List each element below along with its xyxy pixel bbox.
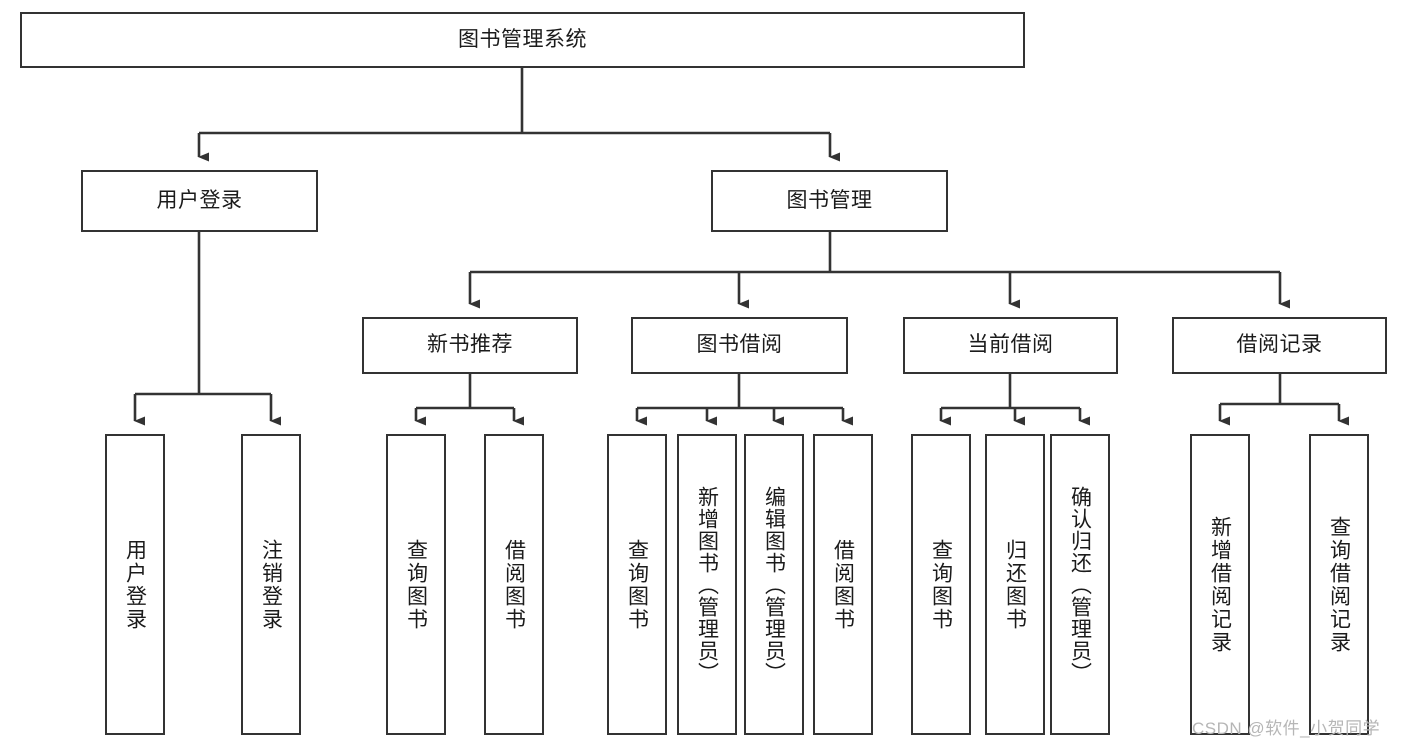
leaf-node[interactable]: 查询图书 [607, 434, 667, 735]
node-user-login[interactable]: 用户登录 [81, 170, 318, 232]
node-current-borrow-label: 当前借阅 [967, 333, 1054, 357]
leaf-node-label: 注销登录 [259, 538, 283, 631]
leaf-node-label: 用户登录 [123, 538, 147, 631]
leaf-node[interactable]: 借阅图书 [484, 434, 544, 735]
leaf-node[interactable]: 查询图书 [386, 434, 446, 735]
leaf-node-label: 查询借阅记录 [1327, 515, 1351, 654]
leaf-node[interactable]: 用户登录 [105, 434, 165, 735]
leaf-node[interactable]: 新增图书（管理员） [677, 434, 737, 735]
node-borrow-record[interactable]: 借阅记录 [1172, 317, 1387, 374]
leaf-node-label: 查询图书 [404, 538, 428, 631]
node-new-book-recommend-label: 新书推荐 [427, 333, 513, 357]
node-root-label: 图书管理系统 [458, 27, 587, 51]
node-book-borrow[interactable]: 图书借阅 [631, 317, 848, 374]
leaf-node[interactable]: 确认归还（管理员） [1050, 434, 1110, 735]
leaf-node[interactable]: 注销登录 [241, 434, 301, 735]
leaf-node-label: 查询图书 [929, 538, 953, 631]
leaf-node[interactable]: 查询借阅记录 [1309, 434, 1369, 735]
leaf-node-label: 借阅图书 [502, 538, 526, 631]
node-borrow-record-label: 借阅记录 [1236, 333, 1323, 357]
leaf-node[interactable]: 查询图书 [911, 434, 971, 735]
leaf-node-label: 借阅图书 [831, 538, 855, 631]
node-book-borrow-label: 图书借阅 [696, 333, 783, 357]
node-new-book-recommend[interactable]: 新书推荐 [362, 317, 578, 374]
leaf-node[interactable]: 借阅图书 [813, 434, 873, 735]
leaf-node[interactable]: 新增借阅记录 [1190, 434, 1250, 735]
leaf-node-label: 查询图书 [625, 538, 649, 631]
leaf-node-label: 新增借阅记录 [1208, 515, 1232, 654]
node-user-login-label: 用户登录 [156, 188, 243, 212]
leaf-node-label: 确认归还（管理员） [1068, 485, 1092, 684]
leaf-node[interactable]: 编辑图书（管理员） [744, 434, 804, 735]
node-book-management-label: 图书管理 [786, 188, 873, 212]
node-root[interactable]: 图书管理系统 [20, 12, 1025, 68]
node-book-management[interactable]: 图书管理 [711, 170, 948, 232]
leaf-node-label: 编辑图书（管理员） [762, 485, 786, 684]
leaf-node-label: 新增图书（管理员） [695, 485, 719, 684]
watermark-text: CSDN @软件_小贺同学 [1192, 719, 1381, 738]
leaf-node-label: 归还图书 [1003, 538, 1027, 631]
leaf-node[interactable]: 归还图书 [985, 434, 1045, 735]
node-current-borrow[interactable]: 当前借阅 [903, 317, 1118, 374]
